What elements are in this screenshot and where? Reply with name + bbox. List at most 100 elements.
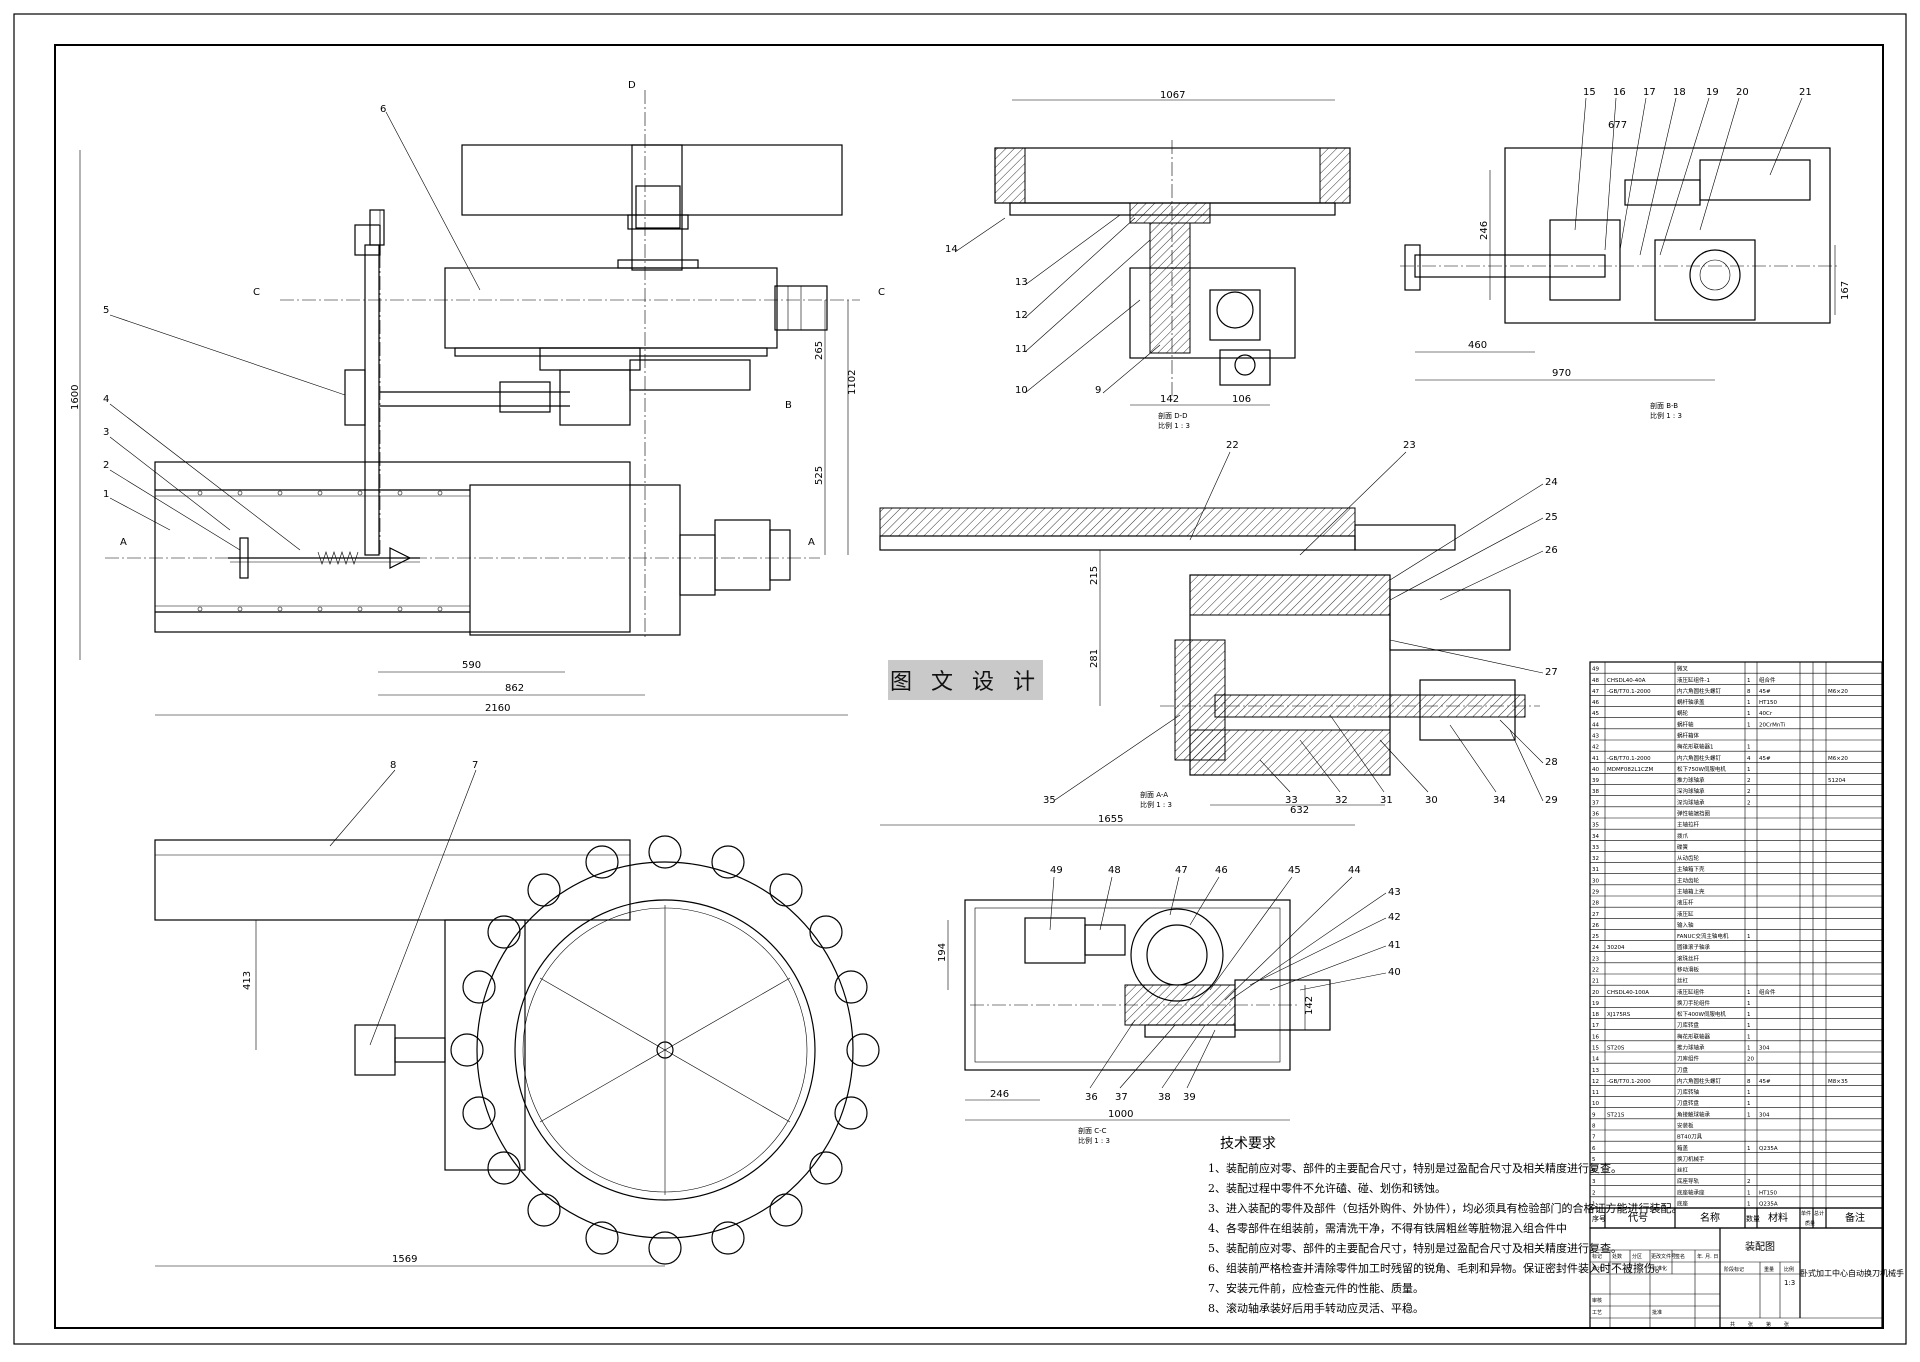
aa-label: 剖面 A-A	[1140, 790, 1168, 799]
balloon-13: 13	[1015, 277, 1028, 288]
bom-cell: 3	[1592, 1179, 1596, 1185]
dim-460: 460	[1468, 340, 1487, 351]
inner-border	[54, 44, 1884, 1329]
balloon-18: 18	[1673, 87, 1686, 98]
bom-cell: 从动齿轮	[1677, 854, 1700, 862]
bom-cell: 1	[1747, 1023, 1751, 1029]
bom-cell: 松下400W伺服电机	[1677, 1010, 1726, 1018]
bom-cell: 20CrMnTi	[1759, 722, 1786, 728]
bom-cell: -GB/T70.1-2000	[1607, 756, 1651, 762]
bom-cell: CHSDL40-40A	[1607, 678, 1646, 684]
tb-audit: 审核	[1592, 1297, 1602, 1304]
bom-cell: 梅花形联轴器1	[1677, 743, 1714, 751]
bom-cell: 45#	[1759, 756, 1771, 762]
bom-cell: 36	[1592, 812, 1599, 818]
bom-cell: 滚珠丝杆	[1677, 954, 1700, 962]
balloon-36: 36	[1085, 1092, 1098, 1103]
bom-cell: 31	[1592, 867, 1599, 873]
bom-cell: 输入轴	[1677, 921, 1694, 929]
dim-632: 632	[1290, 805, 1309, 816]
bom-cell: 304	[1759, 1112, 1770, 1118]
bom-cell: 圆锥滚子轴承	[1677, 943, 1711, 951]
balloon-25: 25	[1545, 512, 1558, 523]
requirement-8: 8、滚动轴承装好后用手转动应灵活、平稳。	[1208, 1301, 1424, 1315]
bom-cell: 29	[1592, 890, 1599, 896]
balloon-21: 21	[1799, 87, 1812, 98]
bom-cell: ST21S	[1607, 1112, 1625, 1118]
balloon-47: 47	[1175, 865, 1188, 876]
bom-cell: 换刀机械手	[1677, 1155, 1705, 1163]
bom-cell: 内六角圆柱头螺钉	[1677, 1077, 1722, 1085]
balloon-2: 2	[103, 460, 109, 471]
bom-header-qty: 数量	[1746, 1214, 1760, 1223]
requirement-6: 6、组装前严格检查并清除零件加工时残留的锐角、毛刺和异物。保证密封件装入时不被擦…	[1208, 1261, 1666, 1275]
bom-cell: 40Cr	[1759, 711, 1773, 717]
aa-scale: 比例 1 : 3	[1140, 800, 1172, 809]
bom-cell: 1	[1747, 1090, 1751, 1096]
bom-cell: M6×20	[1828, 689, 1848, 695]
tb-mark: 标记	[1592, 1253, 1602, 1260]
tb-zone: 分区	[1632, 1253, 1642, 1260]
bom-cell: 304	[1759, 1046, 1770, 1052]
requirements-title: 技术要求	[1220, 1136, 1276, 1152]
balloon-23: 23	[1403, 440, 1416, 451]
bom-cell: M6×20	[1828, 756, 1848, 762]
tb-sheet: 张	[1748, 1321, 1753, 1328]
bom-cell: 1	[1747, 1046, 1751, 1052]
tb-standardize: 标准化	[1652, 1265, 1667, 1272]
bom-cell: 1	[1747, 934, 1751, 940]
bom-cell: 8	[1592, 1124, 1596, 1130]
bom-cell: 1	[1747, 711, 1751, 717]
bom-cell: 箱盖	[1677, 1144, 1689, 1152]
bom-cell: 37	[1592, 800, 1599, 806]
balloon-43: 43	[1388, 887, 1401, 898]
bom-cell: 13	[1592, 1068, 1599, 1074]
bom-cell: 4	[1747, 756, 1751, 762]
bom-cell: 液压杆	[1677, 899, 1694, 907]
dd-label: 剖面 D-D	[1158, 411, 1188, 420]
bom-cell: 20	[1592, 990, 1599, 996]
bom-cell: 移动滑板	[1677, 966, 1700, 974]
outer-border	[13, 13, 1907, 1345]
balloon-38: 38	[1158, 1092, 1171, 1103]
balloon-14: 14	[945, 244, 958, 255]
bom-cell: 蜗杆箱体	[1677, 732, 1700, 740]
bom-cell: 碟簧	[1677, 843, 1689, 851]
balloon-19: 19	[1706, 87, 1719, 98]
bom-cell: 刀库组件	[1677, 1055, 1700, 1063]
bom-cell: CHSDL40-100A	[1607, 990, 1649, 996]
balloon-10: 10	[1015, 385, 1028, 396]
bom-cell: 43	[1592, 734, 1599, 740]
bom-cell: 液压缸组件-1	[1677, 676, 1710, 684]
balloon-4: 4	[103, 394, 109, 405]
balloon-7: 7	[472, 760, 478, 771]
requirement-5: 5、装配前应对零、部件的主要配合尺寸，特别是过盈配合尺寸及相关精度进行复查。	[1208, 1241, 1622, 1255]
tb-process: 工艺	[1592, 1310, 1602, 1316]
dim-106: 106	[1232, 394, 1251, 405]
requirement-2: 2、装配过程中零件不允许磕、碰、划伤和锈蚀。	[1208, 1181, 1446, 1195]
technical-requirements: 技术要求 1、装配前应对零、部件的主要配合尺寸，特别是过盈配合尺寸及相关精度进行…	[1208, 1136, 1683, 1315]
balloon-29: 29	[1545, 795, 1558, 806]
bom-cell: 底座导轨	[1677, 1177, 1700, 1185]
bom-cell: 51204	[1828, 778, 1846, 784]
dim-142: 142	[1160, 394, 1179, 405]
bom-cell: Q235A	[1759, 1202, 1778, 1208]
balloon-6: 6	[380, 104, 386, 115]
bom-header-seq: 序号	[1592, 1214, 1606, 1223]
bom-cell: 2	[1747, 778, 1751, 784]
balloon-40: 40	[1388, 967, 1401, 978]
dim-215: 215	[1089, 566, 1100, 585]
bom-cell: 底座	[1677, 1200, 1689, 1208]
balloon-5: 5	[103, 305, 109, 316]
bom-cell: 深沟球轴承	[1677, 798, 1705, 806]
bom-cell: 45#	[1759, 689, 1771, 695]
dim-1102: 1102	[847, 370, 858, 395]
bom-cell: 23	[1592, 956, 1599, 962]
dim-1067: 1067	[1160, 90, 1185, 101]
bom-cell: 刀盘	[1677, 1066, 1689, 1074]
bom-cell: 刀库转轴	[1677, 1088, 1700, 1096]
tb-stage-mark: 阶段标记	[1724, 1266, 1744, 1273]
dim-1655: 1655	[1098, 814, 1123, 825]
